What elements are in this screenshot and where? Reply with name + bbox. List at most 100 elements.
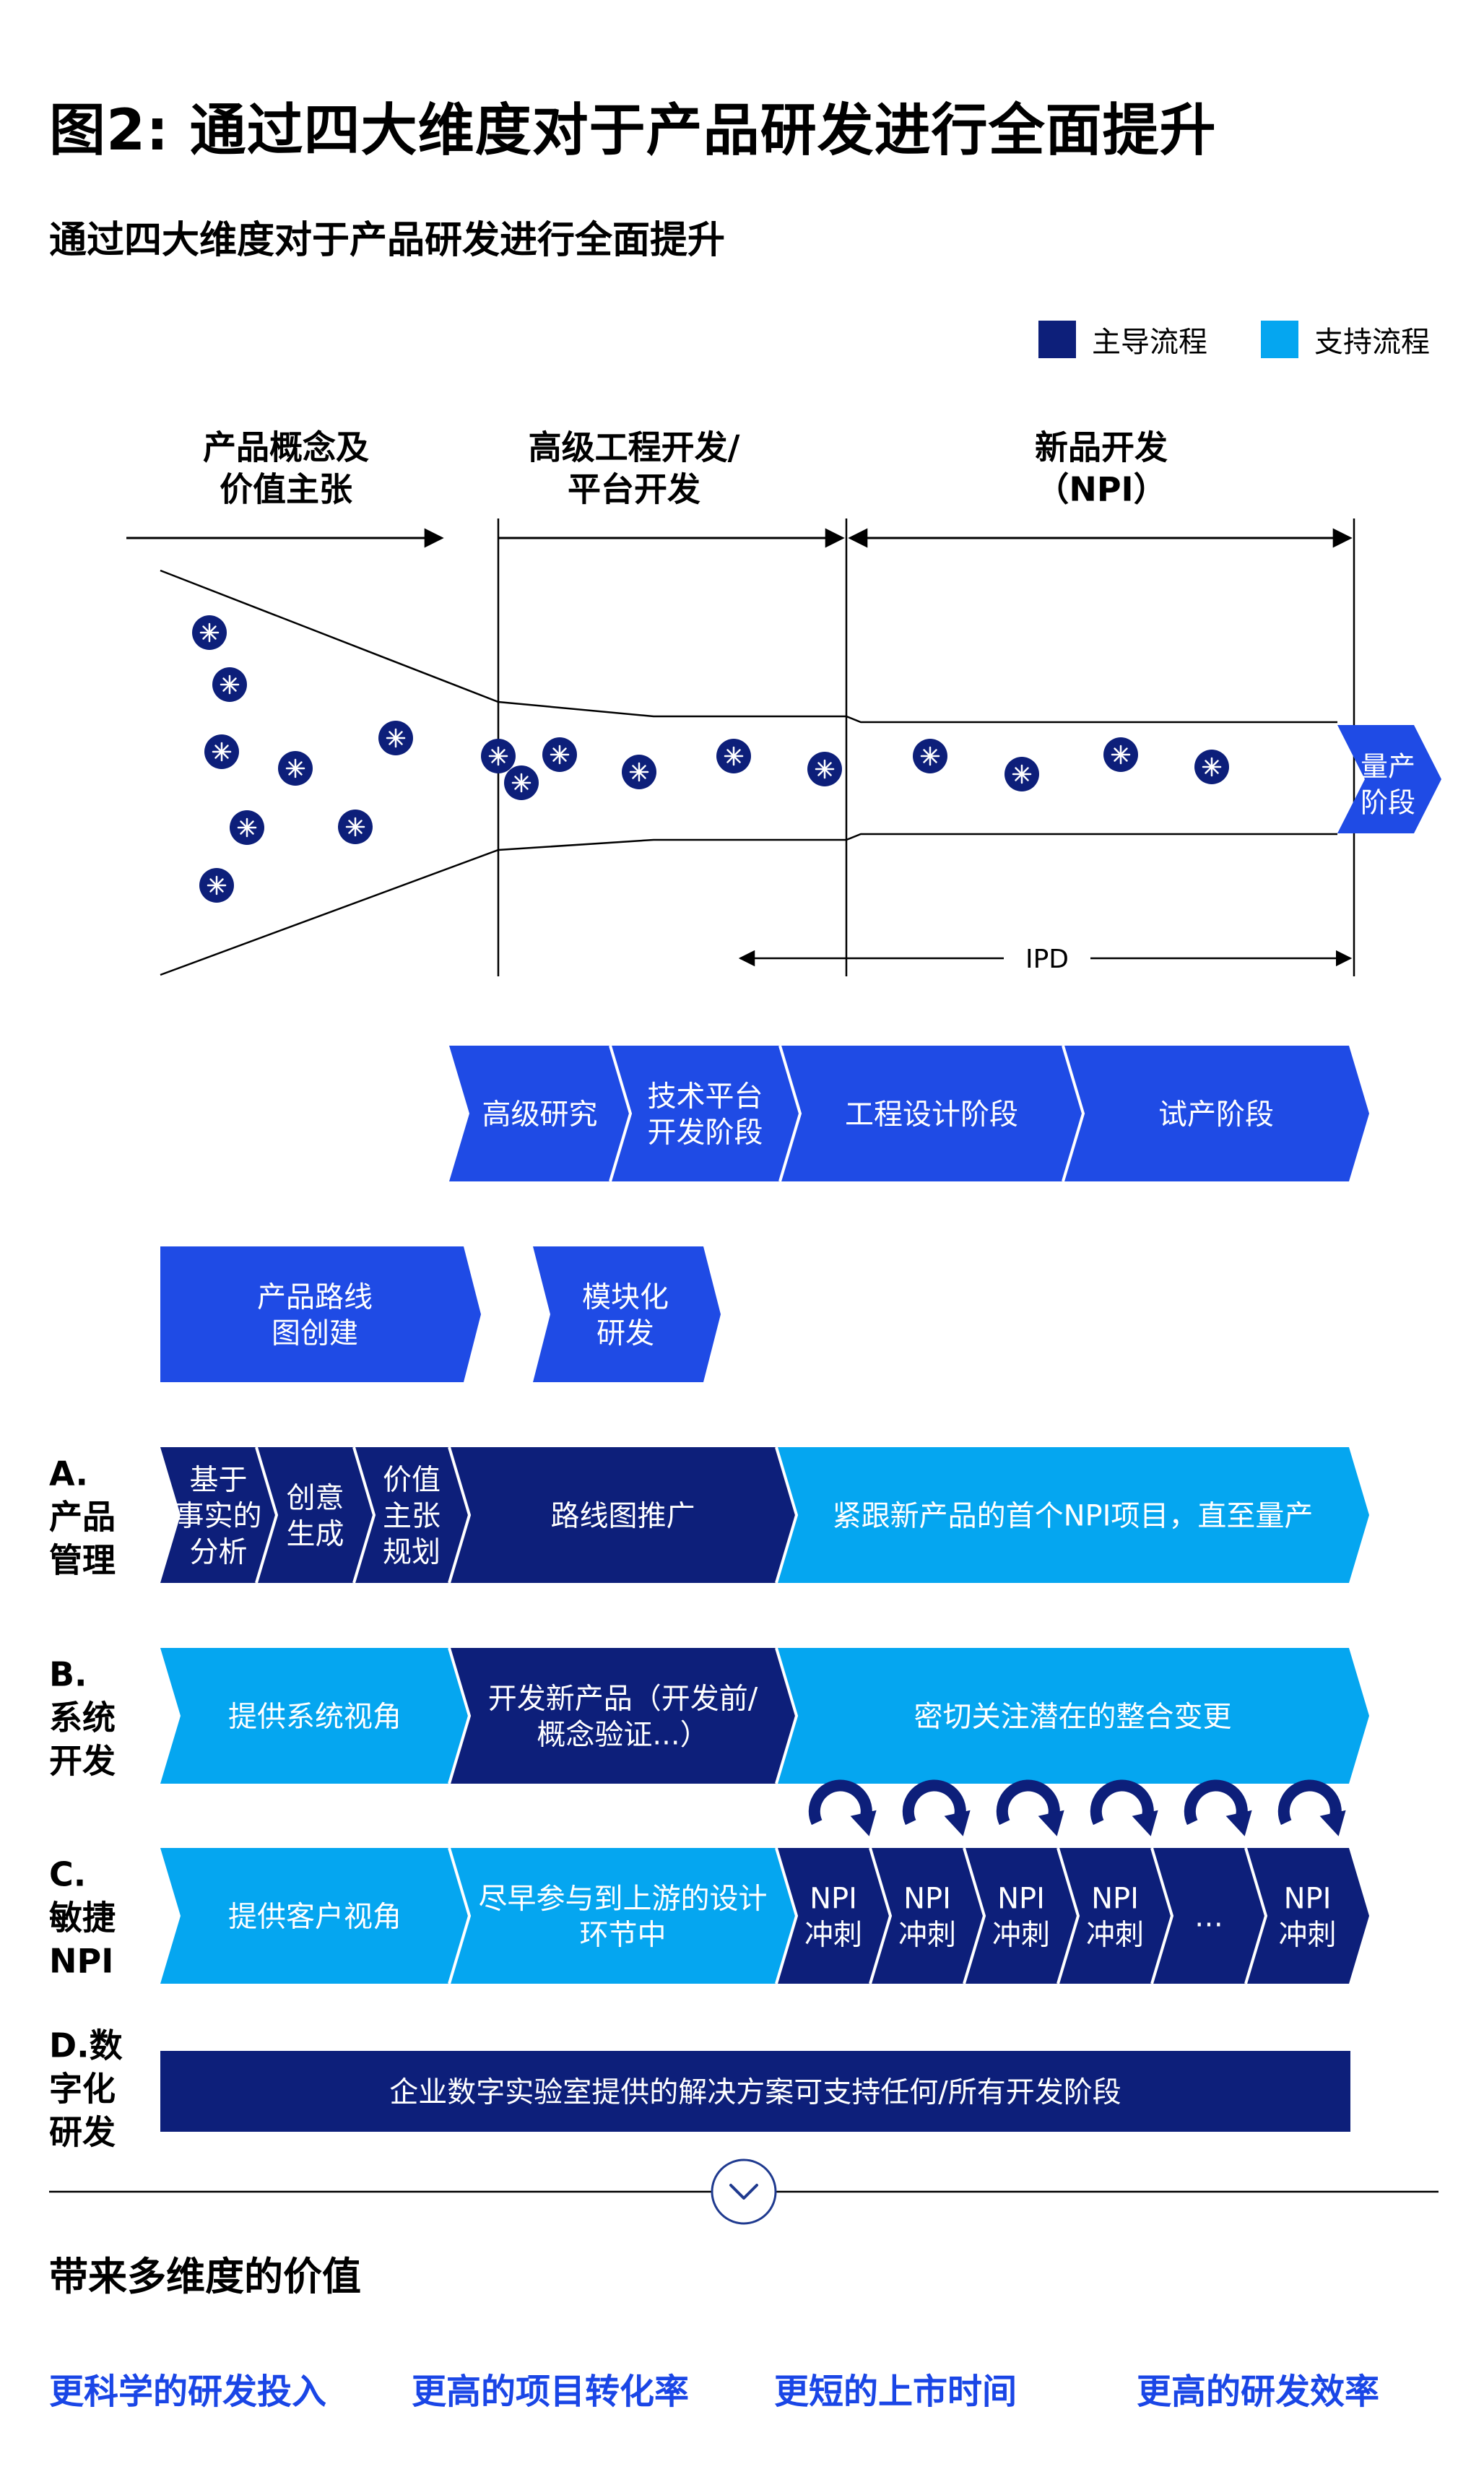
row-b-label: 提供系统视角 xyxy=(228,1700,402,1733)
sprint-loop-icon xyxy=(1090,1779,1154,1826)
idea-dot-glyph xyxy=(629,762,649,782)
modular-rd-box xyxy=(533,1246,721,1382)
row-a-segment xyxy=(449,1447,797,1583)
process-step-chevron xyxy=(449,1046,630,1181)
process-step-label: 工程设计阶段 xyxy=(845,1098,1018,1131)
value-item: 更科学的研发投入 xyxy=(49,2372,327,2412)
step-separator xyxy=(609,1045,633,1182)
legend-support-swatch xyxy=(1261,321,1298,358)
sprint-loop-arrowhead-icon xyxy=(1319,1810,1346,1836)
row-c-segment xyxy=(449,1848,797,1984)
idea-dot-glyph xyxy=(488,746,508,766)
segment-separator xyxy=(448,1647,472,1784)
row-a-segment xyxy=(256,1447,374,1583)
mass-production-arrow xyxy=(1337,725,1441,833)
idea-dot-glyph xyxy=(237,817,257,838)
row-label: D.数字化研发 xyxy=(49,2026,123,2152)
sprint-loop-icon xyxy=(808,1779,872,1826)
legend-primary: 主导流程 xyxy=(1038,318,1207,361)
segment-separator xyxy=(775,1647,799,1784)
value-item: 更高的研发效率 xyxy=(1137,2372,1380,2412)
row-d-label: 企业数字实验室提供的解决方案可支持任何/所有开发阶段 xyxy=(389,2075,1121,2109)
process-step-chevron xyxy=(780,1046,1083,1181)
row-a-segment xyxy=(354,1447,469,1583)
process-step-label: 高级研究 xyxy=(482,1098,598,1131)
process-step-chevron xyxy=(1063,1046,1369,1181)
row-a-segment xyxy=(776,1447,1369,1583)
mass-production-label: 量产阶段 xyxy=(1361,751,1415,819)
phase-header: 产品概念及价值主张 xyxy=(203,428,369,509)
idea-dot-glyph xyxy=(511,773,531,793)
row-c-segment xyxy=(870,1848,984,1984)
value-title: 带来多维度的价值 xyxy=(49,2254,361,2299)
expand-chevron-icon[interactable] xyxy=(711,2158,777,2225)
funnel-edge-top xyxy=(160,569,1337,724)
sprint-loop-icon xyxy=(996,1779,1060,1826)
idea-dot-glyph xyxy=(207,875,227,895)
legend-support: 支持流程 xyxy=(1261,318,1430,361)
legend-primary-swatch xyxy=(1038,321,1076,358)
sprint-loop-arrowhead-icon xyxy=(944,1810,971,1836)
idea-dot-glyph xyxy=(212,742,232,762)
chevron-down-icon[interactable] xyxy=(729,2184,758,2200)
sprint-loop-icon xyxy=(902,1779,966,1826)
idea-dot-glyph xyxy=(220,674,240,695)
idea-dot-glyph xyxy=(199,622,220,643)
sprint-loop-arrowhead-icon xyxy=(1225,1810,1252,1836)
sprint-loop-arrowhead-icon xyxy=(850,1810,877,1836)
process-step-label: 技术平台开发阶段 xyxy=(648,1080,763,1149)
row-b-segment xyxy=(449,1648,797,1784)
row-b-segment xyxy=(776,1648,1369,1784)
row-label: A.产品管理 xyxy=(49,1454,116,1580)
idea-dot-glyph xyxy=(285,758,305,778)
row-a-label: 路线图推广 xyxy=(551,1499,695,1532)
idea-dot-glyph xyxy=(1111,745,1131,765)
legend-support-label: 支持流程 xyxy=(1314,326,1430,359)
row-a-label: 紧跟新产品的首个NPI项目，直至量产 xyxy=(833,1499,1314,1532)
step-separator xyxy=(778,1045,802,1182)
value-item: 更高的项目转化率 xyxy=(412,2372,690,2412)
page-title: 图2: 通过四大维度对于产品研发进行全面提升 xyxy=(49,98,1217,163)
segment-separator xyxy=(352,1446,376,1584)
row-label: B.系统开发 xyxy=(49,1655,116,1781)
row-c-segment xyxy=(1246,1848,1369,1984)
idea-dot-glyph xyxy=(724,746,744,766)
segment-separator xyxy=(448,1446,472,1584)
segment-separator xyxy=(448,1847,472,1984)
row-b-segment xyxy=(160,1648,469,1784)
phase-header: 高级工程开发/平台开发 xyxy=(529,428,740,509)
row-c-segment xyxy=(1152,1848,1266,1984)
step-separator xyxy=(1062,1045,1085,1182)
row-c-segment xyxy=(964,1848,1078,1984)
sprint-loop-icon xyxy=(1277,1779,1342,1826)
idea-dot-glyph xyxy=(550,745,570,765)
sprint-loop-arrowhead-icon xyxy=(1132,1810,1158,1836)
idea-dot-glyph xyxy=(815,759,835,779)
row-c-label: 尽早参与到上游的设计环节中 xyxy=(479,1882,768,1951)
idea-dot-glyph xyxy=(345,817,365,837)
idea-dot-glyph xyxy=(1012,764,1032,784)
row-a-label: 基于事实的分析 xyxy=(175,1463,262,1568)
row-c-segment xyxy=(1058,1848,1172,1984)
row-b-label: 密切关注潜在的整合变更 xyxy=(914,1700,1232,1733)
row-a-label: 创意生成 xyxy=(287,1481,344,1550)
funnel-edge-bottom xyxy=(160,833,1337,976)
row-d-bar xyxy=(160,2051,1350,2132)
modular-rd-box-label: 模块化研发 xyxy=(582,1280,669,1350)
row-b-label: 开发新产品（开发前/概念验证...） xyxy=(488,1682,758,1751)
npi-sprint-label: … xyxy=(1194,1900,1223,1933)
phase-header: 新品开发（NPI） xyxy=(1035,428,1168,509)
row-c-segment xyxy=(160,1848,469,1984)
idea-dot-glyph xyxy=(386,728,406,748)
roadmap-box-label: 产品路线图创建 xyxy=(257,1280,373,1350)
sprint-loop-arrowhead-icon xyxy=(1038,1810,1064,1836)
idea-dot-glyph xyxy=(1202,757,1222,777)
segment-separator xyxy=(869,1847,893,1984)
row-c-label: 提供客户视角 xyxy=(228,1900,402,1933)
